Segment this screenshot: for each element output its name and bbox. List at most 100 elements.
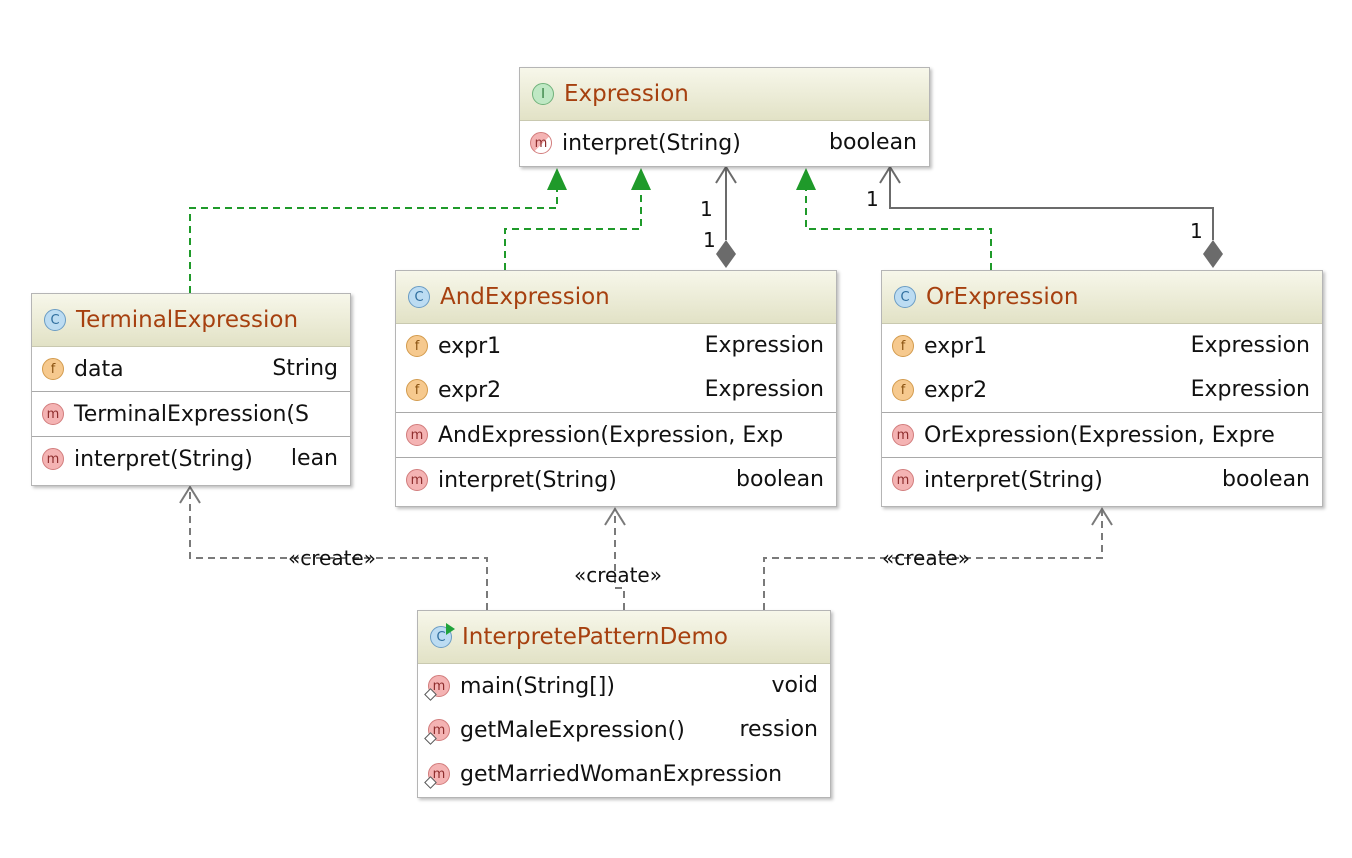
method-name: interpret(String) — [438, 467, 617, 493]
return-type: lean — [288, 437, 338, 481]
return-type: void — [769, 664, 818, 708]
constructor-row[interactable]: m AndExpression(Expression, Exp — [396, 413, 836, 457]
field-icon: f — [892, 335, 914, 357]
field-type: Expression — [702, 324, 824, 368]
field-name: expr1 — [924, 333, 988, 359]
fields-section: f data String — [32, 347, 350, 392]
composition-diamond — [1203, 240, 1223, 268]
open-arrowhead — [715, 165, 737, 184]
field-name: expr1 — [438, 333, 502, 359]
static-method-icon: m — [424, 763, 450, 789]
method-row[interactable]: m interpret(String) lean — [32, 437, 350, 481]
field-row[interactable]: f data String — [32, 347, 350, 391]
method-row[interactable]: m getMarriedWomanExpression — [418, 752, 830, 796]
method-name: getMarriedWomanExpression — [460, 761, 783, 787]
class-name: Expression — [564, 81, 689, 107]
class-expression[interactable]: I Expression m interpret(String) boolean — [519, 67, 930, 167]
field-type: Expression — [1188, 368, 1310, 412]
abstract-method-icon: m — [530, 132, 552, 154]
realization-and — [504, 190, 642, 270]
class-name: OrExpression — [926, 284, 1079, 310]
class-icon: C — [408, 286, 430, 308]
static-method-icon: m — [424, 719, 450, 745]
open-arrowhead — [1091, 507, 1113, 526]
class-terminal-expression[interactable]: C TerminalExpression f data String m Ter… — [31, 293, 351, 486]
realization-terminal — [189, 190, 558, 293]
class-header[interactable]: I Expression — [520, 68, 929, 121]
method-name: interpret(String) — [74, 446, 253, 472]
return-type: boolean — [734, 458, 824, 502]
constructors-section: m TerminalExpression(S — [32, 392, 350, 437]
constructors-section: m AndExpression(Expression, Exp — [396, 413, 836, 458]
class-or-expression[interactable]: C OrExpression f expr1 Expression f expr… — [881, 270, 1323, 507]
realization-arrowhead — [547, 168, 567, 190]
class-header[interactable]: C OrExpression — [882, 271, 1322, 324]
multiplicity-label: 1 — [703, 228, 716, 252]
run-icon — [446, 623, 455, 635]
field-name: data — [74, 356, 124, 382]
method-icon: m — [42, 403, 64, 425]
fields-section: f expr1 Expression f expr2 Expression — [882, 324, 1322, 413]
multiplicity-label: 1 — [1190, 219, 1203, 243]
field-type: String — [270, 347, 338, 391]
methods-section: m interpret(String) boolean — [882, 458, 1322, 502]
method-name: getMaleExpression() — [460, 717, 685, 743]
composition-or — [889, 167, 1214, 240]
method-row[interactable]: m interpret(String) boolean — [520, 121, 929, 165]
field-row[interactable]: f expr1 Expression — [396, 324, 836, 368]
static-marker-icon — [424, 732, 437, 745]
static-method-icon: m — [424, 675, 450, 701]
method-icon: m — [892, 469, 914, 491]
class-header[interactable]: C TerminalExpression — [32, 294, 350, 347]
field-row[interactable]: f expr1 Expression — [882, 324, 1322, 368]
class-and-expression[interactable]: C AndExpression f expr1 Expression f exp… — [395, 270, 837, 507]
class-header[interactable]: C AndExpression — [396, 271, 836, 324]
method-name: interpret(String) — [562, 130, 741, 156]
create-label: «create» — [288, 546, 376, 570]
field-row[interactable]: f expr2 Expression — [882, 368, 1322, 412]
field-icon: f — [406, 335, 428, 357]
class-name: AndExpression — [440, 284, 610, 310]
method-row[interactable]: m main(String[]) void — [418, 664, 830, 708]
method-icon: m — [42, 448, 64, 470]
field-row[interactable]: f expr2 Expression — [396, 368, 836, 412]
class-icon: C — [894, 286, 916, 308]
method-row[interactable]: m interpret(String) boolean — [396, 458, 836, 502]
method-row[interactable]: m interpret(String) boolean — [882, 458, 1322, 502]
field-type: Expression — [702, 368, 824, 412]
constructor-name: TerminalExpression(S — [74, 401, 309, 427]
dependency-terminal — [189, 488, 488, 610]
create-label: «create» — [574, 563, 662, 587]
field-name: expr2 — [924, 377, 988, 403]
class-interprete-pattern-demo[interactable]: C InterpretePatternDemo m main(String[])… — [417, 610, 831, 798]
realization-arrowhead — [796, 168, 816, 190]
fields-section: f expr1 Expression f expr2 Expression — [396, 324, 836, 413]
field-icon: f — [42, 358, 64, 380]
method-icon: m — [406, 424, 428, 446]
method-icon: m — [892, 424, 914, 446]
constructor-name: OrExpression(Expression, Expre — [924, 422, 1275, 448]
dependency-or — [763, 510, 1103, 610]
methods-section: m main(String[]) void m getMaleExpressio… — [418, 664, 830, 796]
class-icon: C — [44, 309, 66, 331]
static-marker-icon — [424, 776, 437, 789]
return-type: boolean — [1220, 458, 1310, 502]
methods-section: m interpret(String) boolean — [520, 121, 929, 165]
class-name: InterpretePatternDemo — [462, 624, 728, 650]
class-header[interactable]: C InterpretePatternDemo — [418, 611, 830, 664]
methods-section: m interpret(String) lean — [32, 437, 350, 481]
multiplicity-label: 1 — [866, 187, 879, 211]
constructor-row[interactable]: m OrExpression(Expression, Expre — [882, 413, 1322, 457]
field-type: Expression — [1188, 324, 1310, 368]
realization-arrowhead — [631, 168, 651, 190]
class-kind-letter: C — [436, 629, 446, 645]
return-type: ression — [737, 708, 818, 752]
multiplicity-label: 1 — [700, 197, 713, 221]
constructor-row[interactable]: m TerminalExpression(S — [32, 392, 350, 436]
method-row[interactable]: m getMaleExpression() ression — [418, 708, 830, 752]
method-icon: m — [406, 469, 428, 491]
return-type: boolean — [827, 121, 917, 165]
dependency-and — [614, 510, 625, 610]
field-icon: f — [892, 379, 914, 401]
field-icon: f — [406, 379, 428, 401]
